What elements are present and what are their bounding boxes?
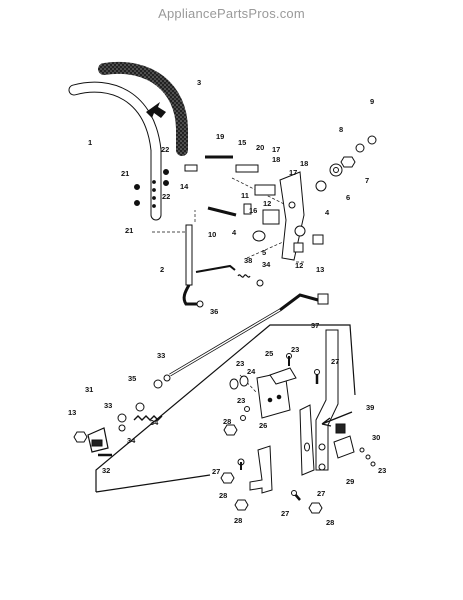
handlebar [68, 81, 162, 221]
linkage-rod [169, 293, 329, 377]
callout-37: 37 [311, 321, 319, 330]
callout-21: 21 [125, 226, 133, 235]
callout-4: 4 [232, 228, 237, 237]
subassembly-frame [95, 324, 356, 493]
callout-6: 6 [346, 193, 350, 202]
callout-4: 4 [325, 208, 330, 217]
callout-27: 27 [331, 357, 339, 366]
callout-10: 10 [208, 230, 216, 239]
detent-plate [333, 423, 376, 467]
callout-7: 7 [365, 176, 369, 185]
callout-33: 33 [157, 351, 165, 360]
callout-20: 20 [256, 143, 264, 152]
callout-33: 33 [104, 401, 112, 410]
callout-labels: 1 2 3 4 4 5 6 7 8 9 10 11 12 12 13 13 14… [68, 78, 386, 527]
callout-17: 17 [289, 168, 297, 177]
callout-30: 30 [372, 433, 380, 442]
callout-2: 2 [160, 265, 164, 274]
callout-34: 34 [127, 436, 136, 445]
callout-11: 11 [241, 191, 249, 200]
callout-22: 22 [161, 145, 169, 154]
callout-23: 23 [291, 345, 299, 354]
callout-27: 27 [212, 467, 220, 476]
callout-9: 9 [370, 97, 374, 106]
callout-39: 39 [366, 403, 374, 412]
direction-arrow-icon [146, 102, 166, 118]
callout-12: 12 [295, 261, 303, 270]
callout-28: 28 [326, 518, 334, 527]
callout-1: 1 [88, 138, 92, 147]
callout-27: 27 [317, 489, 325, 498]
mount-plate [229, 367, 297, 419]
shift-bracket [299, 329, 339, 476]
callout-23: 23 [378, 466, 386, 475]
callout-12: 12 [263, 199, 271, 208]
callout-28: 28 [223, 417, 231, 426]
callout-32: 32 [102, 466, 110, 475]
callout-15: 15 [238, 138, 246, 147]
lower-left-hardware [73, 374, 171, 457]
lower-fasteners [220, 353, 326, 514]
callout-23: 23 [236, 359, 244, 368]
upper-bracket [252, 171, 306, 261]
callout-36: 36 [210, 307, 218, 316]
callout-35: 35 [128, 374, 136, 383]
callout-24: 24 [247, 367, 256, 376]
callout-28: 28 [234, 516, 242, 525]
control-rod-assembly [182, 224, 236, 308]
callout-22: 22 [162, 192, 170, 201]
callout-18: 18 [272, 155, 280, 164]
upper-hardware [134, 135, 377, 253]
callout-19: 19 [216, 132, 224, 141]
callout-25: 25 [265, 349, 273, 358]
watermark: AppliancePartsPros.com [158, 6, 305, 21]
callout-8: 8 [339, 125, 343, 134]
lower-bracket [237, 445, 273, 494]
callout-17: 17 [272, 145, 280, 154]
callout-27: 27 [281, 509, 289, 518]
callout-34: 34 [150, 418, 159, 427]
callout-28: 28 [219, 491, 227, 500]
callout-21: 21 [121, 169, 129, 178]
callout-23: 23 [237, 396, 245, 405]
callout-16: 16 [249, 206, 257, 215]
pointer-arrow-icon [321, 411, 353, 427]
parts-drawing [68, 61, 377, 514]
callout-34: 34 [262, 260, 271, 269]
callout-13: 13 [68, 408, 76, 417]
callout-3: 3 [197, 78, 201, 87]
callout-13: 13 [316, 265, 324, 274]
callout-29: 29 [346, 477, 354, 486]
callout-14: 14 [180, 182, 189, 191]
callout-31: 31 [85, 385, 93, 394]
spring-hardware [237, 274, 264, 287]
callout-38: 38 [244, 256, 252, 265]
callout-18: 18 [300, 159, 308, 168]
callout-5: 5 [262, 248, 266, 257]
callout-26: 26 [259, 421, 267, 430]
handle-grip [98, 61, 188, 156]
